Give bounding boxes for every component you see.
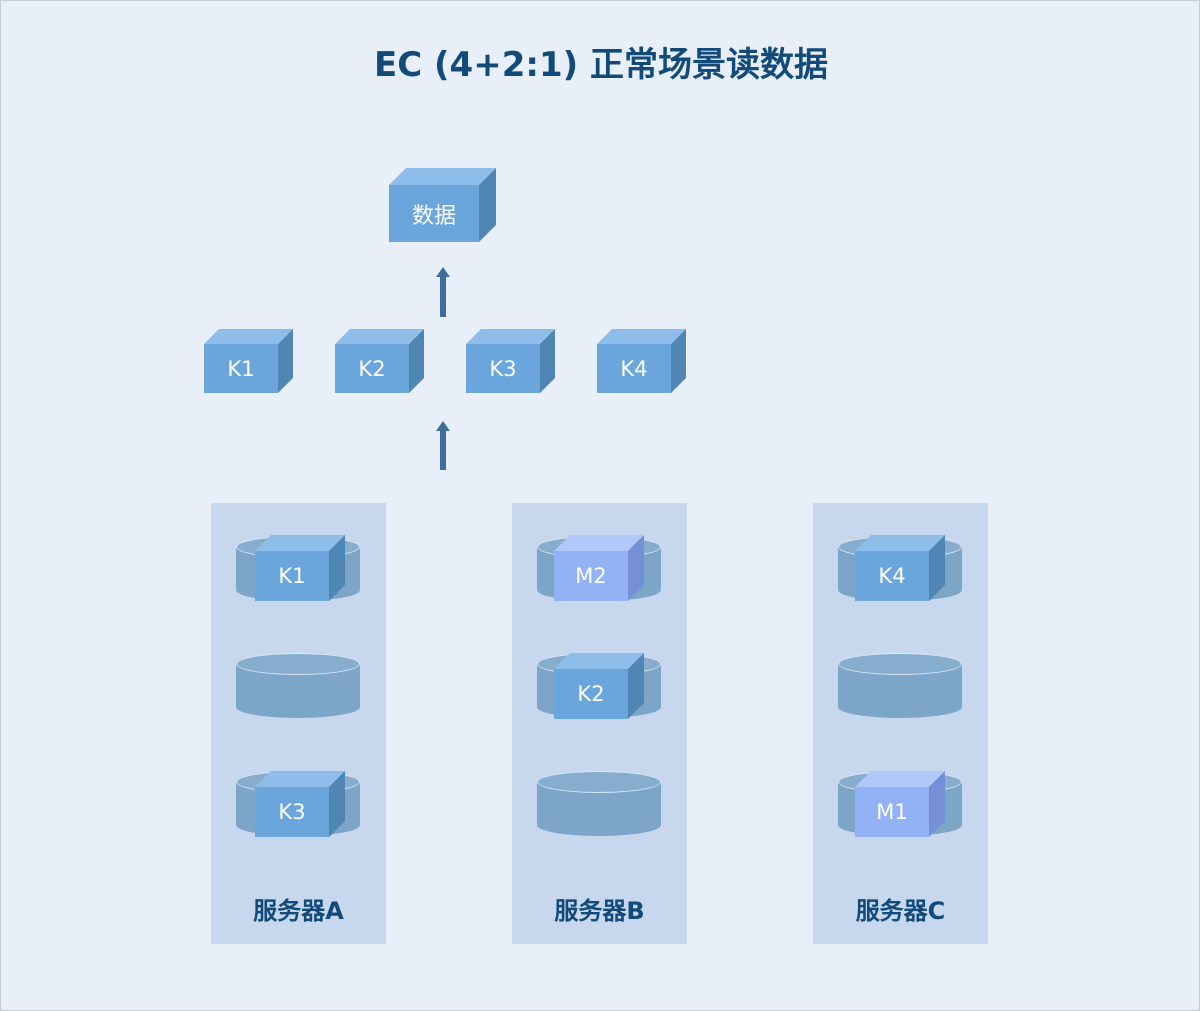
row-cube-label: K1 (204, 344, 278, 393)
cube-side (671, 329, 686, 393)
cube-top (554, 535, 644, 551)
up-arrow-icon (436, 267, 450, 317)
server-panel-b: M2 K2 服务器B (512, 503, 687, 944)
data-cube: 数据 (389, 168, 496, 242)
server-label: 服务器A (253, 897, 344, 925)
cube-top (335, 329, 424, 344)
stored-cube-label: K1 (255, 551, 329, 601)
stored-cube-k2: K2 (554, 653, 644, 719)
cube-side (278, 329, 293, 393)
row-cube-k3: K3 (466, 329, 555, 393)
cube-side (929, 535, 945, 601)
disk (838, 653, 962, 729)
up-arrow-icon (436, 421, 450, 470)
server-panel-c: K4 M1 服务器C (813, 503, 988, 944)
row-cube-k4: K4 (597, 329, 686, 393)
disk-cap (537, 771, 661, 793)
diagram-title: EC (4+2:1) 正常场景读数据 (374, 45, 828, 85)
stored-cube-k3: K3 (255, 771, 345, 837)
cube-top (255, 535, 345, 551)
cube-top (204, 329, 293, 344)
stored-cube-label: K2 (554, 669, 628, 719)
stored-cube-m1: M1 (855, 771, 945, 837)
disk (537, 771, 661, 847)
stored-cube-label: M1 (855, 787, 929, 837)
cube-side (540, 329, 555, 393)
data-cube-label: 数据 (389, 185, 479, 242)
row-cube-k1: K1 (204, 329, 293, 393)
cube-side (929, 771, 945, 837)
stored-cube-label: M2 (554, 551, 628, 601)
cube-top (466, 329, 555, 344)
disk-cap (838, 653, 962, 675)
disk (236, 653, 360, 729)
cube-side (628, 653, 644, 719)
cube-side (329, 535, 345, 601)
row-cube-label: K4 (597, 344, 671, 393)
data-cube-side (479, 168, 496, 242)
cube-top (855, 771, 945, 787)
row-cube-k2: K2 (335, 329, 424, 393)
cube-top (255, 771, 345, 787)
server-label: 服务器C (855, 897, 946, 925)
cube-side (409, 329, 424, 393)
cube-top (554, 653, 644, 669)
row-cube-label: K3 (466, 344, 540, 393)
cube-side (329, 771, 345, 837)
stored-cube-k4: K4 (855, 535, 945, 601)
row-cube-label: K2 (335, 344, 409, 393)
stored-cube-label: K3 (255, 787, 329, 837)
stored-cube-label: K4 (855, 551, 929, 601)
stored-cube-m2: M2 (554, 535, 644, 601)
cube-side (628, 535, 644, 601)
server-panel-a: K1 K3 服务器A (211, 503, 386, 944)
disk-cap (236, 653, 360, 675)
cube-top (597, 329, 686, 344)
stored-cube-k1: K1 (255, 535, 345, 601)
data-cube-top (389, 168, 496, 185)
server-label: 服务器B (554, 897, 645, 925)
cube-top (855, 535, 945, 551)
